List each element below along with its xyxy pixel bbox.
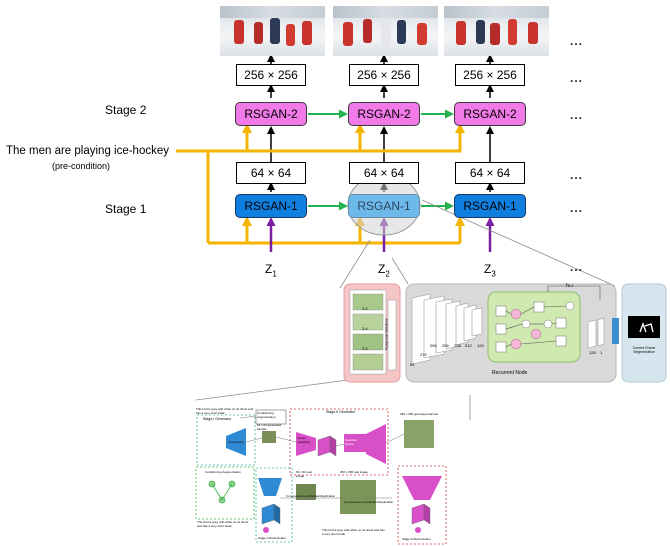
resolution-64-box-2: 64 × 64 — [349, 162, 419, 184]
output-frame-3 — [444, 6, 549, 56]
sg-text-bottom-mid: This bird is grey with white on its ches… — [322, 528, 385, 536]
sg-cond-aug-top: Conditioning Augmentation — [257, 411, 276, 419]
noise-label-2: Z2 — [378, 262, 390, 279]
ellipsis-row-64: ... — [570, 168, 584, 182]
tensor-size-1: 256 — [430, 343, 437, 348]
recurrent-arrows — [308, 109, 454, 211]
out-size-1: 128 — [589, 350, 596, 355]
output-segmentation-label: Current Frame Segmentation — [632, 346, 656, 354]
ellipsis-row-rsgan1: ... — [570, 201, 584, 215]
noise-label-1: Z1 — [265, 262, 277, 279]
resolution-256-box-1: 256 × 256 — [236, 64, 306, 86]
sg-text-top: This bird is grey with white on its ches… — [196, 407, 254, 415]
h-state-label: ht-1 — [566, 283, 574, 289]
sg-text-bottom-left: This bird is grey with white on its ches… — [197, 520, 249, 528]
rsgan2-box-1: RSGAN-2 — [235, 102, 307, 126]
condition-arrows — [176, 123, 465, 245]
tensor-size-4: 512 — [465, 343, 472, 348]
sg-cond-aug-bottom: Conditioning Augmentation — [205, 470, 241, 474]
out-size-2: 1 — [600, 350, 603, 355]
sg-compression-2: Compression and Spatial Replication — [344, 500, 394, 504]
tensor-size-3: 256 — [454, 343, 461, 348]
condition-note: (pre-condition) — [52, 161, 111, 171]
rsgan2-box-3: RSGAN-2 — [454, 102, 526, 126]
tensor-size-2: 256 — [442, 343, 449, 348]
ellipsis-row-noise: ... — [570, 260, 584, 274]
resolution-256-box-2: 256 × 256 — [349, 64, 419, 86]
sg-compression-1: Compression and Spatial Replication — [286, 494, 336, 498]
rsgan1-box-2: RSGAN-1 — [348, 194, 420, 218]
left-size-1: 64 — [410, 362, 415, 367]
sg-upsampling: Upsampling — [228, 440, 244, 444]
left-size-2: 270 — [420, 352, 427, 357]
sg-residual-blocks: Residual blocks — [345, 438, 357, 446]
sg-256-generated: 256 x 256 generated sample — [400, 412, 439, 416]
sg-down-sampling: Down-sampling — [298, 436, 311, 444]
sg-64-generated: 64 x 64 generated sample — [257, 423, 282, 431]
resolution-256-box-3: 256 × 256 — [455, 64, 525, 86]
tensor-size-5: 128 — [477, 343, 484, 348]
sg-stage1-generator: Stage-I Generator — [203, 417, 232, 421]
resolution-64-box-1: 64 × 64 — [236, 162, 306, 184]
rsgan2-box-2: RSGAN-2 — [348, 102, 420, 126]
output-frame-1 — [220, 6, 325, 56]
ellipsis-row-frames: ... — [570, 34, 584, 48]
rsgan1-box-1: RSGAN-1 — [235, 194, 307, 218]
output-frame-2 — [333, 6, 438, 56]
sg-64-real: 64 x 64 real image — [296, 470, 312, 478]
sg-256-real: 256 x 256 real image — [340, 470, 369, 474]
stackgan-inset — [195, 408, 447, 545]
sg-stage2-generator: Stage-II Generator — [326, 410, 355, 414]
stage2-label: Stage 2 — [105, 103, 147, 117]
noise-label-3: Z3 — [484, 262, 496, 279]
rsgan1-box-3: RSGAN-1 — [454, 194, 526, 218]
recurrent-node-label: Recurrent Node — [492, 370, 528, 376]
ellipsis-row-256: ... — [570, 71, 584, 85]
frame-tag-3: 2:5 — [362, 346, 368, 351]
resolution-64-box-3: 64 × 64 — [455, 162, 525, 184]
frame-tag-2: 2:4 — [362, 326, 368, 331]
sg-stage1-discriminator: Stage-I Discriminator — [258, 536, 287, 540]
condition-text: The men are playing ice-hockey — [6, 145, 169, 157]
stage1-label: Stage 1 — [105, 202, 147, 216]
architecture-inset — [343, 283, 667, 383]
temporal-window-label: Temporal Window — [383, 318, 389, 351]
sg-stage2-discriminator: Stage-II Discriminator — [402, 537, 431, 541]
ellipsis-row-rsgan2: ... — [570, 108, 584, 122]
frame-tag-1: 2:4 — [362, 306, 368, 311]
